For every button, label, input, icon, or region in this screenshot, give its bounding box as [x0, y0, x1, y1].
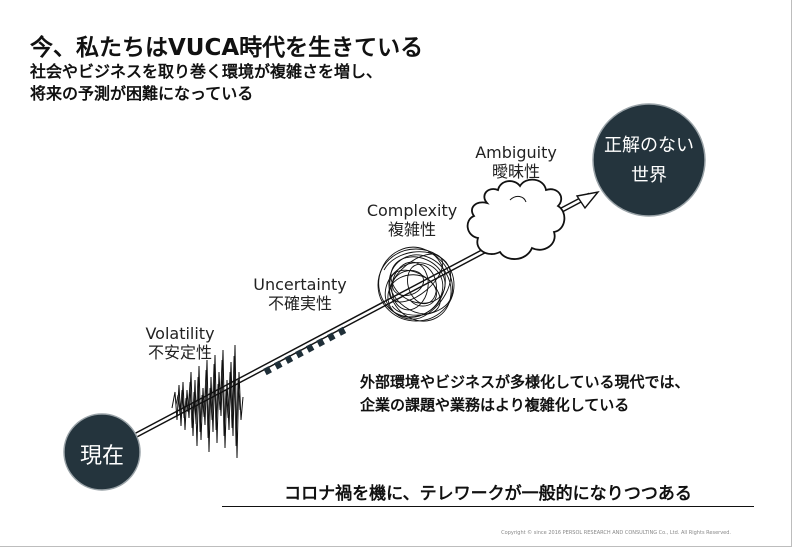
callout-line-1: 外部環境やビジネスが多様化している現代では、 [360, 373, 690, 391]
stage-volatility-ja: 不安定性 [147, 343, 212, 362]
callout-text: 外部環境やビジネスが多様化している現代では、 企業の課題や業務はより複雑化してい… [360, 371, 690, 417]
subtitle-line-1: 社会やビジネスを取り巻く環境が複雑さを増し、 [30, 62, 383, 81]
uncertainty-dashes [263, 324, 350, 376]
callout-line-2: 企業の課題や業務はより複雑化している [360, 396, 630, 414]
stage-uncertainty-en: Uncertainty [253, 275, 347, 294]
end-node-label-line-2: 世界 [631, 165, 667, 186]
copyright-notice: Copyright © since 2016 PERSOL RESEARCH A… [501, 530, 731, 536]
end-node [592, 103, 706, 217]
stage-ambiguity-label: Ambiguity 曖昧性 [458, 143, 574, 181]
arrowhead-icon [575, 190, 600, 210]
end-node-label: 正解のない 世界 [593, 131, 705, 191]
stage-complexity-label: Complexity 複雑性 [352, 201, 472, 239]
stage-volatility-en: Volatility [145, 324, 215, 343]
subtitle-line-2: 将来の予測が困難になっている [30, 84, 254, 103]
stage-uncertainty-label: Uncertainty 不確実性 [240, 275, 360, 313]
subtitle: 社会やビジネスを取り巻く環境が複雑さを増し、 将来の予測が困難になっている [30, 61, 382, 105]
bottom-statement: コロナ禍を機に、テレワークが一般的になりつつある [222, 479, 754, 507]
stage-complexity-en: Complexity [366, 201, 458, 220]
page-title: 今、私たちはVUCA時代を生きている [30, 35, 424, 61]
end-node-label-line-1: 正解のない [604, 135, 694, 156]
stage-complexity-ja: 複雑性 [387, 220, 436, 239]
ambiguity-cloud [466, 178, 566, 260]
volatility-wave [171, 344, 244, 459]
stage-ambiguity-en: Ambiguity [475, 143, 557, 162]
stage-volatility-label: Volatility 不安定性 [130, 324, 230, 362]
stage-uncertainty-ja: 不確実性 [267, 294, 332, 313]
start-node-label: 現在 [79, 444, 124, 469]
stage-ambiguity-ja: 曖昧性 [491, 162, 540, 181]
start-node [63, 413, 141, 491]
complexity-scribble [377, 246, 455, 322]
